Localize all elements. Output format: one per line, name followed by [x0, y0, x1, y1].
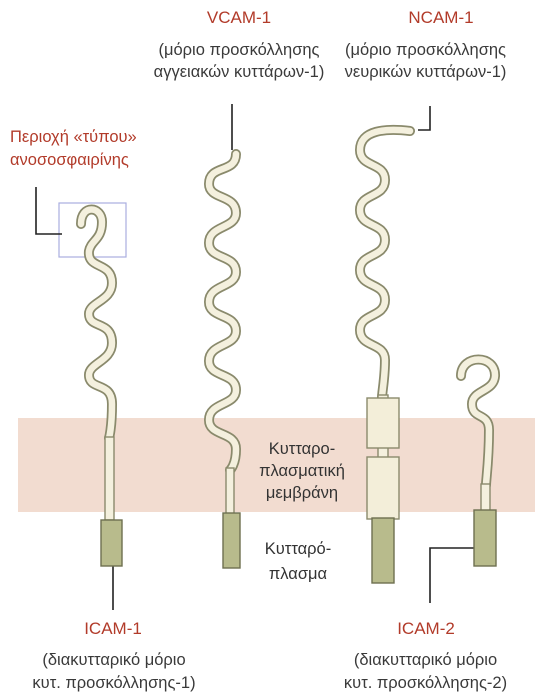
vcam1-stalk	[226, 468, 234, 514]
vcam1-cytoplasmic-domain	[223, 513, 240, 568]
icam2-desc-line2: κυτ. προσκόλλησης-2)	[318, 674, 533, 694]
icam2-desc-line1: (διακυτταρικό μόριο	[318, 651, 533, 671]
cytoplasm-label-line1: Κυτταρό-	[248, 540, 348, 560]
leader-line-region	[36, 187, 62, 234]
cytoplasm-label-line2: πλασμα	[248, 565, 348, 585]
icam1-desc-line2: κυτ. προσκόλλησης-1)	[14, 674, 214, 694]
ncam1-molecule	[360, 130, 410, 583]
leader-line-icam2	[430, 548, 474, 603]
leader-line-ncam1	[418, 106, 430, 130]
ncam1-transmembrane-lower	[367, 457, 399, 519]
ncam1-transmembrane-upper	[367, 398, 399, 448]
icam2-stalk	[481, 484, 490, 512]
ig-domain-region-line2: ανοσοσφαιρίνης	[10, 151, 129, 171]
icam2-cytoplasmic-domain	[474, 510, 496, 566]
ncam1-cytoplasmic-domain	[372, 518, 394, 583]
ncam1-desc-line2: νευρικών κυττάρων-1)	[316, 63, 535, 83]
icam1-name-label: ICAM-1	[48, 619, 178, 639]
membrane-label-line3: μεμβράνη	[242, 484, 362, 504]
icam1-molecule	[81, 210, 122, 567]
ncam1-desc-line1: (μόριο προσκόλλησης	[316, 41, 535, 61]
membrane-label-line2: πλασματική	[242, 462, 362, 482]
icam1-desc-line1: (διακυτταρικό μόριο	[14, 651, 214, 671]
vcam1-name-label: VCAM-1	[154, 8, 324, 28]
ncam1-name-label: NCAM-1	[356, 8, 526, 28]
icam2-name-label: ICAM-2	[361, 619, 491, 639]
ig-domain-region-line1: Περιοχή «τύπου»	[10, 128, 137, 148]
icam1-stalk	[105, 437, 114, 520]
membrane-label-line1: Κυτταρο-	[242, 440, 362, 460]
icam1-cytoplasmic-domain	[101, 520, 122, 566]
